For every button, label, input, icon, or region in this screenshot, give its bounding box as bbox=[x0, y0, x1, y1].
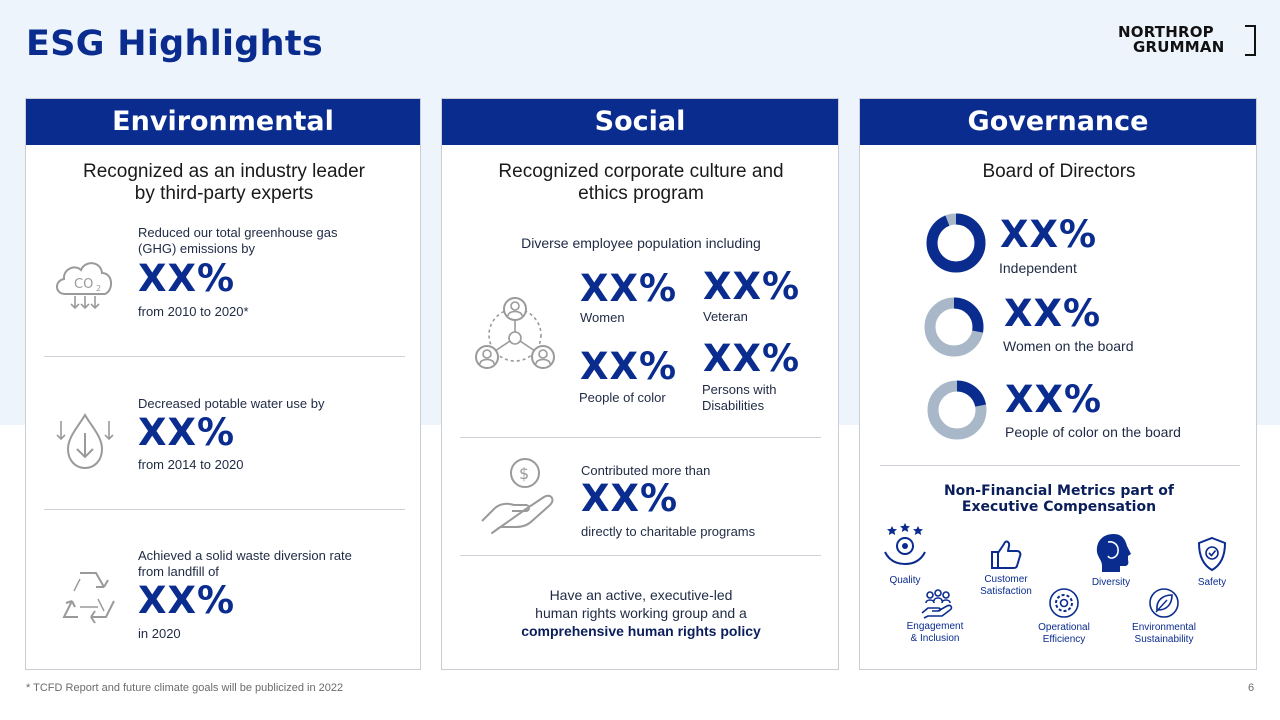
metric-customer-satisfaction-label: Customer Satisfaction bbox=[966, 574, 1046, 598]
env-item3-pre: Achieved a solid waste diversion rate fr… bbox=[138, 548, 352, 580]
env-divider-1 bbox=[44, 356, 405, 357]
ring-people-of-color-label: People of color on the board bbox=[1005, 424, 1181, 440]
metric-customer-satisfaction-line1: Customer bbox=[984, 574, 1028, 585]
stat-disabilities-label-line1: Persons with bbox=[702, 382, 777, 397]
logo-bracket bbox=[1245, 25, 1256, 56]
env-item3-pre-line2: from landfill of bbox=[138, 564, 219, 579]
env-item3-post: in 2020 bbox=[138, 626, 181, 641]
metric-operational-label: Operational Efficiency bbox=[1024, 622, 1104, 646]
people-hand-icon bbox=[921, 589, 953, 619]
human-rights-line2: human rights working group and a bbox=[535, 605, 747, 621]
metric-engagement-line2: & Inclusion bbox=[910, 633, 960, 644]
stat-veteran-label: Veteran bbox=[703, 309, 748, 324]
gov-divider bbox=[880, 465, 1240, 466]
stat-people-of-color-value: XX% bbox=[580, 345, 678, 388]
stat-women-value: XX% bbox=[580, 267, 678, 310]
env-divider-2 bbox=[44, 509, 405, 510]
leaf-icon bbox=[1149, 588, 1179, 618]
metric-operational-line2: Efficiency bbox=[1042, 634, 1086, 645]
svg-text:$: $ bbox=[519, 464, 529, 483]
env-item3-pre-line1: Achieved a solid waste diversion rate bbox=[138, 548, 352, 563]
metric-safety-label: Safety bbox=[1197, 577, 1227, 588]
metric-environmental-line2: Sustainability bbox=[1134, 634, 1194, 645]
env-item1-value: XX% bbox=[138, 257, 236, 300]
env-item1-post: from 2010 to 2020* bbox=[138, 304, 249, 319]
social-header: Social bbox=[442, 99, 838, 145]
env-item2-pre: Decreased potable water use by bbox=[138, 396, 325, 411]
metric-customer-satisfaction-line2: Satisfaction bbox=[980, 586, 1032, 597]
metric-engagement-line1: Engagement bbox=[906, 621, 964, 632]
env-item2-post: from 2014 to 2020 bbox=[138, 457, 244, 472]
ring-women-label: Women on the board bbox=[1003, 338, 1134, 354]
footnote: * TCFD Report and future climate goals w… bbox=[26, 682, 344, 694]
nfm-title-line1: Non-Financial Metrics part of bbox=[943, 483, 1175, 499]
env-item1-pre: Reduced our total greenhouse gas (GHG) e… bbox=[138, 225, 337, 257]
human-rights-statement: Have an active, executive-led human righ… bbox=[442, 586, 840, 640]
env-item1-pre-line1: Reduced our total greenhouse gas bbox=[138, 225, 338, 240]
gear-icon bbox=[1049, 588, 1079, 618]
recycle-icon bbox=[62, 572, 115, 624]
ring-women bbox=[924, 297, 984, 357]
charity-pre: Contributed more than bbox=[581, 463, 711, 478]
diverse-label: Diverse employee population including bbox=[521, 235, 761, 251]
social-divider-2 bbox=[460, 555, 821, 556]
shield-check-icon bbox=[1197, 536, 1227, 572]
company-logo: NORTHROP GRUMMAN bbox=[1118, 22, 1258, 56]
head-profile-icon bbox=[1096, 534, 1131, 572]
env-item3-value: XX% bbox=[138, 579, 236, 622]
ring-people-of-color-value: XX% bbox=[1005, 378, 1103, 421]
water-drop-icon bbox=[56, 413, 114, 470]
environmental-panel: Environmental Recognized as an industry … bbox=[25, 98, 421, 670]
metric-operational-line1: Operational bbox=[1038, 622, 1090, 633]
social-subtitle: Recognized corporate culture and ethics … bbox=[442, 161, 840, 205]
social-panel: Social Recognized corporate culture and … bbox=[441, 98, 839, 670]
ring-independent bbox=[926, 213, 986, 273]
human-rights-line3: comprehensive human rights policy bbox=[521, 623, 761, 639]
env-item1-pre-line2: (GHG) emissions by bbox=[138, 241, 256, 256]
ring-people-of-color bbox=[927, 380, 987, 440]
social-subtitle-line1: Recognized corporate culture and bbox=[498, 161, 784, 182]
metric-diversity-label: Diversity bbox=[1091, 577, 1131, 588]
stat-veteran-value: XX% bbox=[703, 265, 801, 308]
environmental-header: Environmental bbox=[26, 99, 420, 145]
human-rights-line1: Have an active, executive-led bbox=[549, 587, 733, 603]
stat-disabilities-label-line2: Disabilities bbox=[702, 398, 765, 413]
environmental-subtitle-line1: Recognized as an industry leader bbox=[82, 161, 365, 182]
charity-value: XX% bbox=[581, 477, 679, 520]
svg-text:2: 2 bbox=[96, 284, 101, 293]
metric-quality-label: Quality bbox=[889, 575, 921, 586]
hand-dollar-icon: $ bbox=[481, 458, 554, 534]
ring-women-value: XX% bbox=[1004, 292, 1102, 335]
page-number: 6 bbox=[1248, 682, 1255, 694]
environmental-subtitle: Recognized as an industry leader by thir… bbox=[26, 161, 422, 205]
governance-header: Governance bbox=[860, 99, 1256, 145]
stat-women-label: Women bbox=[580, 310, 625, 325]
ring-independent-value: XX% bbox=[1000, 213, 1098, 256]
metric-environmental-label: Environmental Sustainability bbox=[1118, 622, 1210, 646]
stat-disabilities-value: XX% bbox=[703, 337, 801, 380]
svg-text:CO: CO bbox=[74, 277, 93, 292]
environmental-subtitle-line2: by third-party experts bbox=[134, 183, 314, 204]
governance-panel: Governance Board of Directors XX% Indepe… bbox=[859, 98, 1257, 670]
thumbs-up-icon bbox=[991, 540, 1022, 569]
stat-people-of-color-label: People of color bbox=[579, 390, 666, 405]
quality-award-icon bbox=[884, 523, 926, 566]
logo-line1: NORTHROP bbox=[1118, 23, 1214, 41]
ring-independent-label: Independent bbox=[999, 260, 1077, 276]
nfm-title: Non-Financial Metrics part of Executive … bbox=[860, 483, 1258, 515]
people-network-icon bbox=[475, 297, 555, 369]
env-item2-value: XX% bbox=[138, 411, 236, 454]
social-subtitle-line2: ethics program bbox=[578, 183, 704, 204]
charity-post: directly to charitable programs bbox=[581, 524, 756, 539]
nfm-title-line2: Executive Compensation bbox=[961, 499, 1157, 515]
logo-line2: GRUMMAN bbox=[1133, 38, 1225, 56]
page-title: ESG Highlights bbox=[26, 24, 324, 64]
metric-engagement-label: Engagement & Inclusion bbox=[895, 621, 975, 645]
metric-environmental-line1: Environmental bbox=[1132, 622, 1196, 633]
stat-disabilities-label: Persons with Disabilities bbox=[702, 382, 776, 414]
social-divider-1 bbox=[460, 437, 821, 438]
board-subtitle: Board of Directors bbox=[982, 161, 1136, 182]
co2-cloud-icon: CO 2 bbox=[56, 262, 112, 310]
